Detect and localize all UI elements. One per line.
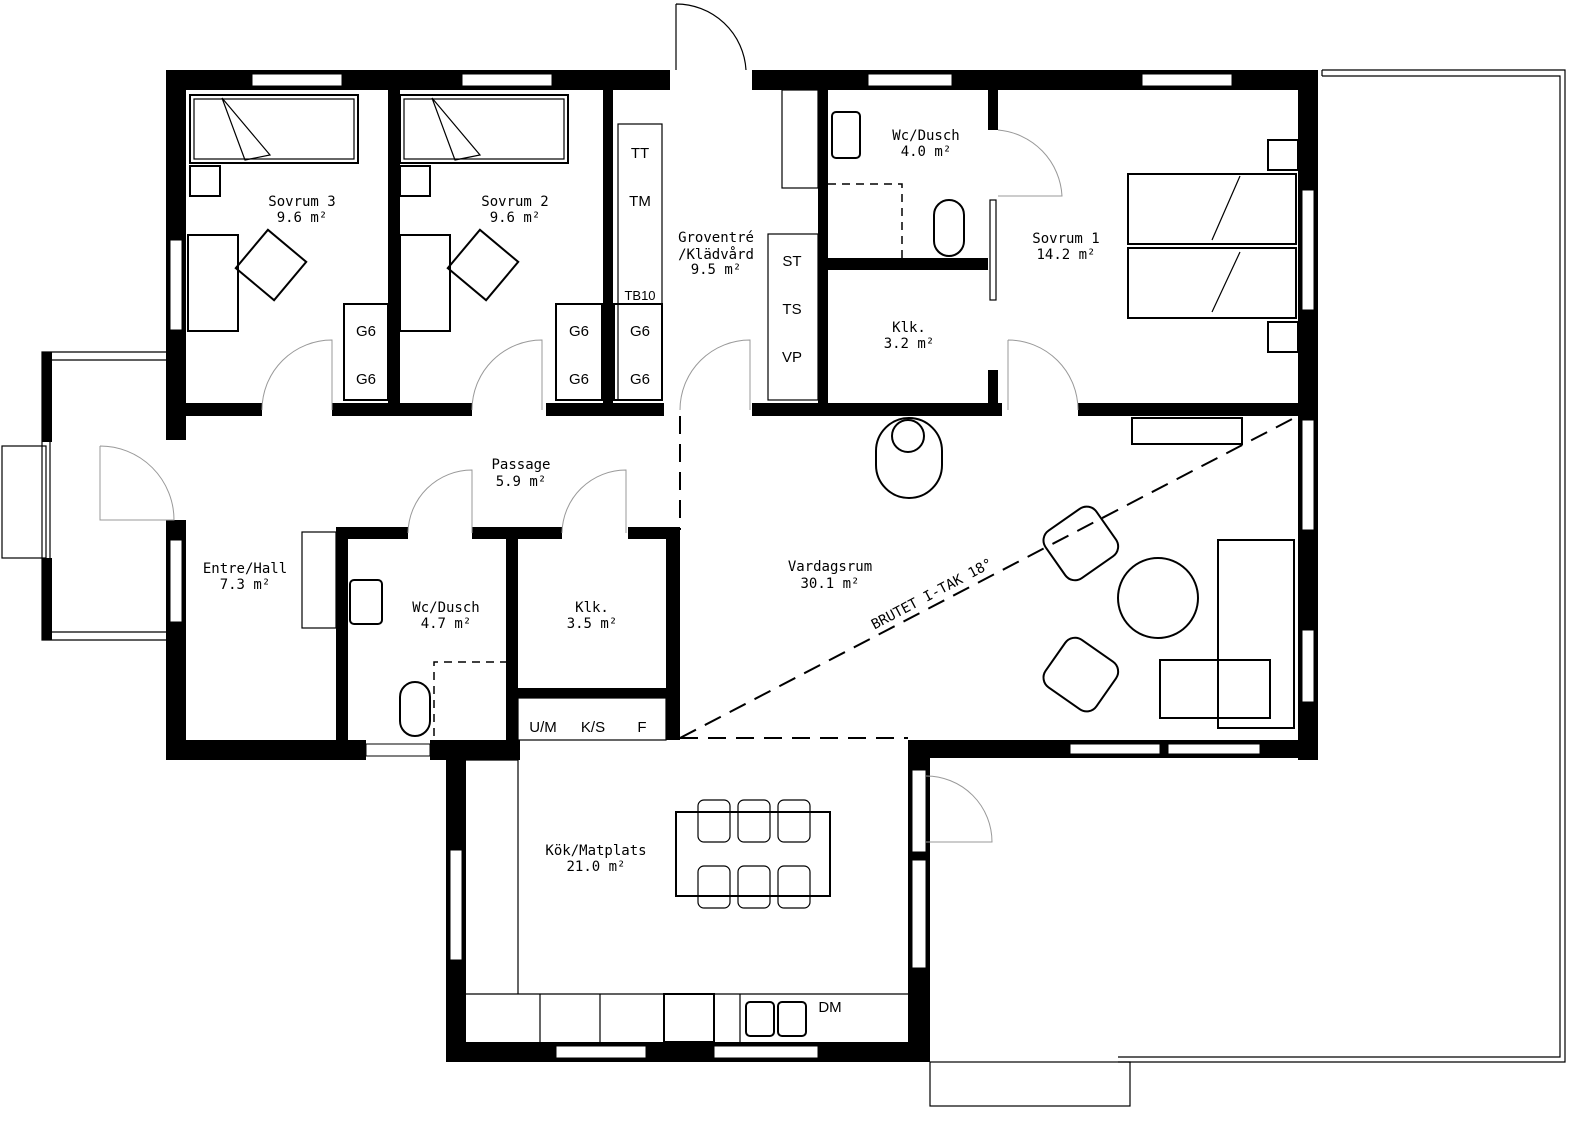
room-name-vardagsrum: Vardagsrum	[788, 559, 872, 575]
fixture-ks: K/S	[581, 719, 605, 736]
room-area-entre: 7.3 m²	[220, 577, 271, 593]
back-steps	[929, 1061, 1131, 1107]
room-name-entre: Entre/Hall	[203, 561, 287, 577]
fixture-g6: G6	[630, 323, 650, 340]
interior-walls	[186, 90, 1298, 740]
room-area-sovrum1: 14.2 m²	[1036, 247, 1095, 263]
room-name-sovrum2: Sovrum 2	[481, 194, 548, 210]
roof-break-line	[679, 415, 1299, 739]
room-area-wc1: 4.0 m²	[901, 144, 952, 160]
fixture-g6: G6	[356, 371, 376, 388]
room-name-sovrum3: Sovrum 3	[268, 194, 335, 210]
fixture-ts: TS	[782, 301, 801, 318]
room-name-klk2: Klk.	[575, 600, 609, 616]
entry-porch	[1, 351, 166, 641]
fixture-labels: G6 G6 G6 G6 G6 G6 TT TM TB10 ST TS VP U/…	[356, 145, 842, 1016]
roof-note: BRUTET I-TAK 18°	[869, 556, 996, 633]
fixture-f: F	[637, 719, 646, 736]
room-labels: Sovrum 3 9.6 m² Sovrum 2 9.6 m² Groventr…	[203, 128, 1100, 875]
fixture-tb10: TB10	[624, 288, 655, 303]
fixture-g6: G6	[630, 371, 650, 388]
room-area-klk1: 3.2 m²	[884, 336, 935, 352]
terrace	[1118, 69, 1566, 1063]
room-name2-groventre: /Klädvård	[678, 246, 754, 263]
top-door[interactable]	[675, 3, 747, 71]
doors[interactable]	[99, 129, 1079, 843]
exterior-walls	[166, 70, 1318, 1062]
fixture-um: U/M	[529, 719, 557, 736]
room-name-passage: Passage	[491, 457, 550, 473]
fixture-tt: TT	[631, 145, 649, 162]
fixture-tm: TM	[629, 193, 651, 210]
fixture-vp: VP	[782, 349, 802, 366]
furniture	[187, 89, 1299, 1043]
fixture-g6: G6	[569, 323, 589, 340]
room-area-sovrum2: 9.6 m²	[490, 210, 541, 226]
room-area-sovrum3: 9.6 m²	[277, 210, 328, 226]
fixture-st: ST	[782, 253, 801, 270]
fixture-g6: G6	[356, 323, 376, 340]
room-name-groventre: Groventré	[678, 230, 754, 246]
fixture-g6: G6	[569, 371, 589, 388]
room-name-klk1: Klk.	[892, 320, 926, 336]
fixture-dm: DM	[818, 999, 841, 1016]
room-area-vardagsrum: 30.1 m²	[800, 576, 859, 592]
room-name-wc2: Wc/Dusch	[412, 600, 479, 616]
room-name-wc1: Wc/Dusch	[892, 128, 959, 144]
room-area-kok: 21.0 m²	[566, 859, 625, 875]
room-area-wc2: 4.7 m²	[421, 616, 472, 632]
room-area-groventre: 9.5 m²	[691, 262, 742, 278]
room-area-passage: 5.9 m²	[496, 474, 547, 490]
room-name-kok: Kök/Matplats	[545, 843, 646, 859]
room-name-sovrum1: Sovrum 1	[1032, 231, 1099, 247]
room-area-klk2: 3.5 m²	[567, 616, 618, 632]
